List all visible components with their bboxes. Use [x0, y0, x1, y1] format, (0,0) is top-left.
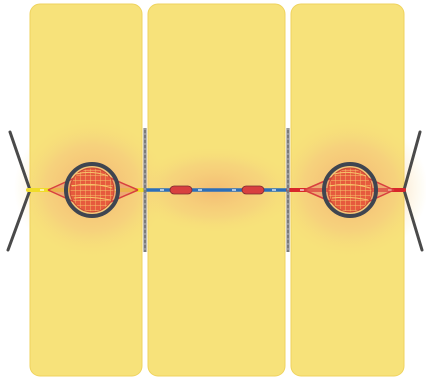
right-nucleus — [303, 162, 395, 218]
left-bristle — [6, 130, 32, 252]
right-capsule — [241, 185, 265, 195]
left-capsule — [169, 185, 193, 195]
left-nucleus — [47, 162, 139, 218]
right-bristle — [402, 130, 424, 252]
